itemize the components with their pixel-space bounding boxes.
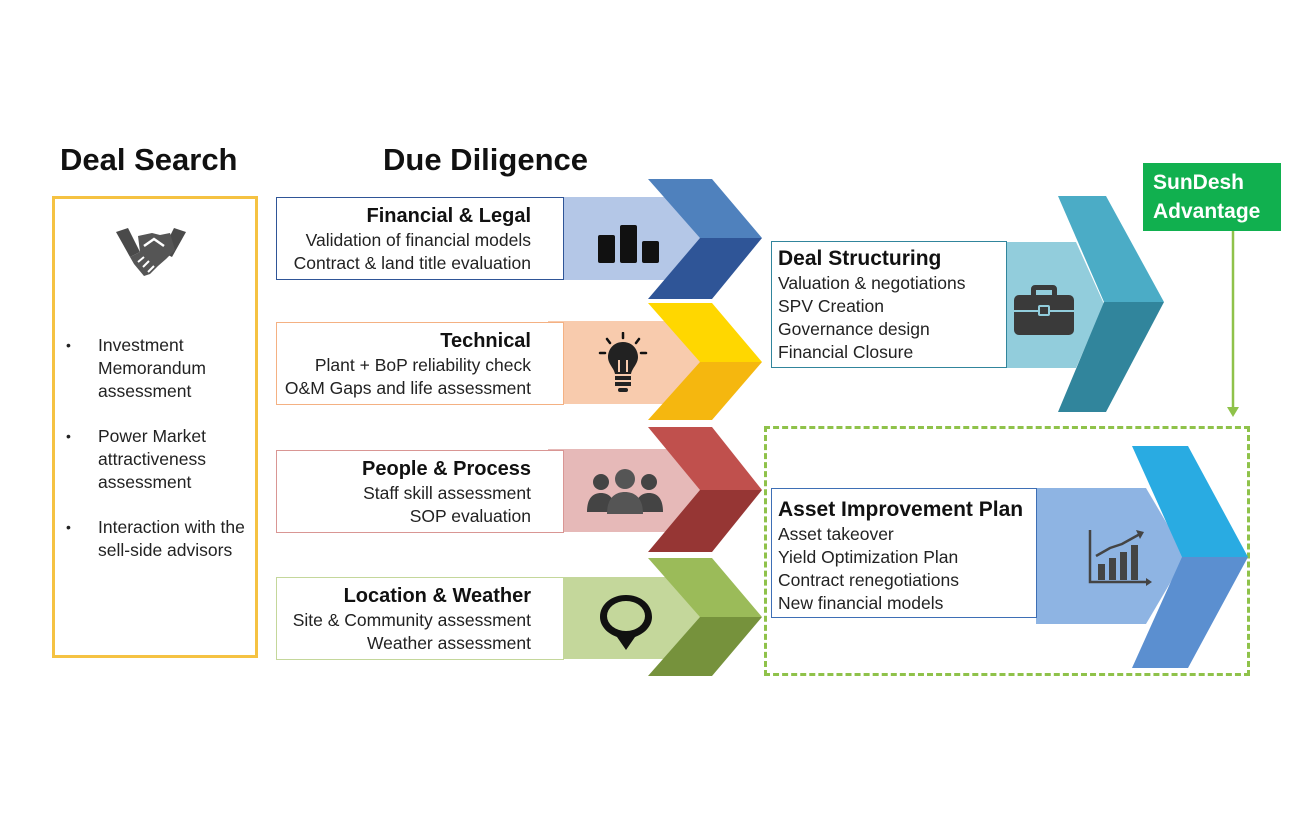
handshake-icon	[116, 228, 186, 276]
deal-structuring-line: SPV Creation	[778, 296, 885, 316]
people-process-line: SOP evaluation	[409, 506, 531, 526]
badge-line: SunDesh	[1153, 171, 1245, 194]
badge-line: Advantage	[1153, 200, 1261, 223]
location-weather-line: Weather assessment	[366, 633, 531, 653]
asset-improvement-box: Asset Improvement Plan Asset takeover Yi…	[771, 488, 1037, 618]
briefcase-icon	[1014, 285, 1074, 335]
technical-title: Technical	[440, 330, 531, 352]
location-weather-box: Location & Weather Site & Community asse…	[276, 577, 564, 660]
due-diligence-heading: Due Diligence	[383, 142, 588, 177]
deal-search-heading: Deal Search	[60, 142, 238, 177]
asset-improvement-line: Contract renegotiations	[778, 570, 959, 590]
asset-improvement-line: New financial models	[778, 593, 944, 613]
sundesh-advantage-region	[764, 426, 1250, 676]
asset-improvement-line: Asset takeover	[778, 524, 894, 544]
lightbulb-icon	[598, 332, 648, 392]
asset-improvement-line: Yield Optimization Plan	[778, 547, 959, 567]
people-process-line: Staff skill assessment	[363, 483, 531, 503]
bullet-item: Power Market attractiveness assessment	[66, 425, 246, 494]
people-process-title: People & Process	[362, 458, 531, 480]
location-weather-arrow	[548, 558, 762, 676]
bar-chart-icon	[598, 225, 659, 263]
financial-legal-box: Financial & Legal Validation of financia…	[276, 197, 564, 280]
deal-structuring-line: Governance design	[778, 319, 930, 339]
sundesh-advantage-badge: SunDesh Advantage	[1143, 163, 1281, 231]
location-weather-title: Location & Weather	[343, 585, 531, 607]
location-pin-icon	[600, 595, 652, 650]
asset-improvement-arrow	[1036, 446, 1248, 668]
bullet-item: Investment Memorandum assessment	[66, 334, 246, 403]
financial-legal-line: Validation of financial models	[305, 230, 531, 250]
people-process-box: People & Process Staff skill assessment …	[276, 450, 564, 533]
deal-structuring-box: Deal Structuring Valuation & negotiation…	[771, 241, 1007, 368]
deal-structuring-arrow	[980, 196, 1164, 412]
asset-improvement-title: Asset Improvement Plan	[778, 498, 1024, 521]
location-weather-line: Site & Community assessment	[292, 610, 531, 630]
deal-search-bullet-list: Investment Memorandum assessment Power M…	[66, 334, 246, 584]
deal-structuring-title: Deal Structuring	[778, 247, 942, 270]
deal-structuring-line: Valuation & negotiations	[778, 273, 966, 293]
down-arrow-icon	[1227, 231, 1239, 417]
technical-box: Technical Plant + BoP reliability check …	[276, 322, 564, 405]
deal-structuring-line: Financial Closure	[778, 342, 914, 362]
technical-line: Plant + BoP reliability check	[314, 355, 531, 375]
growth-chart-icon	[1088, 530, 1152, 586]
people-process-arrow	[548, 427, 762, 552]
technical-line: O&M Gaps and life assessment	[284, 378, 531, 398]
financial-legal-line: Contract & land title evaluation	[293, 253, 531, 273]
technical-arrow	[548, 303, 762, 420]
financial-legal-title: Financial & Legal	[366, 205, 531, 227]
people-icon	[587, 469, 663, 514]
bullet-item: Interaction with the sell-side advisors	[66, 516, 246, 562]
